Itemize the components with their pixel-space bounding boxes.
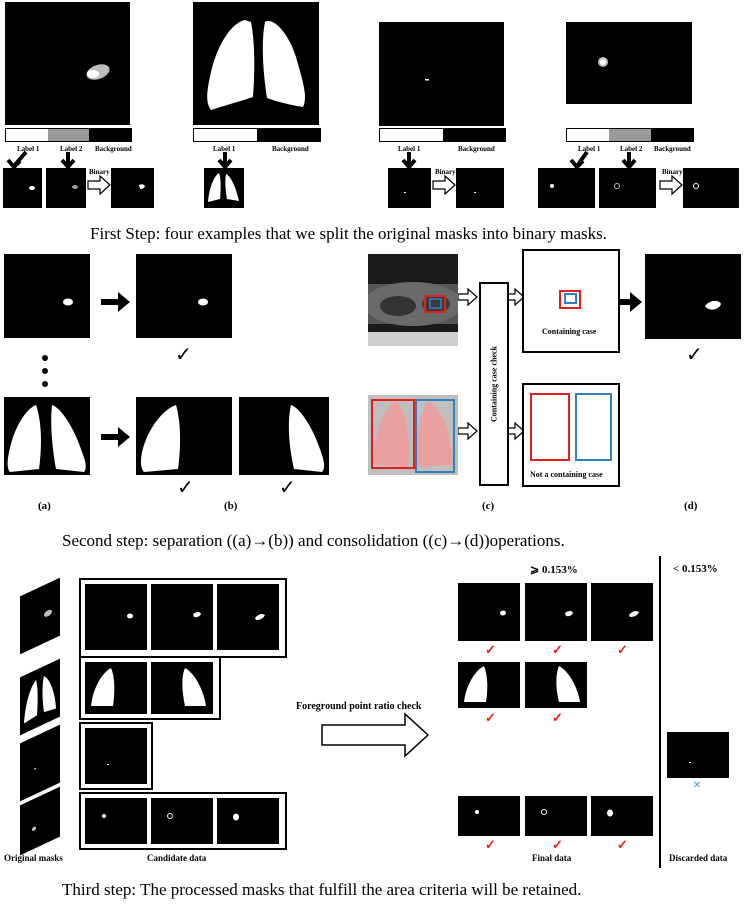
step2-containing-case-check-box: Containing case check — [479, 282, 509, 486]
step1-ex1-binary-result — [111, 168, 154, 208]
step3-final-check-2-1: ✓ — [485, 710, 496, 725]
step1-ex2-colorbar — [193, 128, 321, 142]
step1-ex4-original-mask — [566, 22, 692, 104]
step3-final-check-2-2: ✓ — [552, 710, 563, 725]
step3-final-check-3-1: ✓ — [485, 837, 496, 852]
step1-ex3-label1: Label 1 — [398, 145, 421, 153]
step1-ex4-binary1 — [538, 168, 595, 208]
step1-ex2-label1: Label 1 — [213, 145, 236, 153]
step2-not-containing-case-label: Not a containing case — [530, 470, 603, 479]
step1-ex1-colorbar — [5, 128, 132, 142]
step1-ex1-label2: Label 2 — [60, 145, 83, 153]
step3-candidate-1-3 — [217, 584, 279, 650]
step3-final-3-2 — [525, 796, 587, 836]
step3-final-3-3 — [591, 796, 653, 836]
step2-panel-c-label: (c) — [482, 500, 495, 512]
step3-discarded-cross: × — [693, 778, 701, 793]
step3-original-masks-label: Original masks — [4, 853, 63, 863]
step1-ex2-original-mask — [193, 2, 319, 125]
step1-ex3-binary-result — [456, 168, 504, 208]
step3-candidate-4-2 — [151, 798, 213, 844]
step1-ex4-label2: Label 2 — [620, 145, 643, 153]
step1-ex1-original-mask — [5, 2, 130, 125]
step2-not-containing-case-box: Not a containing case — [522, 383, 620, 487]
step2-b-check-1: ✓ — [175, 344, 192, 366]
step3-final-check-1-2: ✓ — [552, 642, 563, 657]
step2-caption: Second step: separation ((a)→(b)) and co… — [62, 531, 565, 550]
step2-b-mask-left-lung — [136, 397, 232, 475]
step3-original-mask-3 — [20, 724, 60, 802]
step1-ex1-mask-shape — [86, 64, 110, 80]
step2-b-mask-nodule — [136, 254, 232, 338]
step3-candidate-4-1 — [85, 798, 147, 844]
step3-original-mask-2 — [20, 658, 60, 736]
step3-candidate-1-2 — [151, 584, 213, 650]
step3-final-1-1 — [458, 583, 520, 641]
step3-final-check-1-3: ✓ — [617, 642, 628, 657]
step3-candidate-2-1 — [85, 662, 147, 714]
step2-b-mask-right-lung — [239, 397, 329, 475]
step3-discarded-data-label: Discarded data — [669, 853, 728, 863]
step3-candidate-3-1 — [85, 728, 147, 784]
step3-final-2-1 — [458, 662, 520, 708]
step3-ratio-check-label: Foreground point ratio check — [296, 701, 422, 712]
step3-final-1-3 — [591, 583, 653, 641]
step3-original-mask-1 — [20, 577, 60, 655]
step3-below-threshold-label: < 0.153% — [673, 563, 718, 575]
step1-ex1-binary-label: Binary — [89, 168, 110, 176]
step2-panel-d-label: (d) — [684, 500, 698, 512]
step1-ex4-background: Background — [654, 145, 691, 153]
step3-candidate-2-2 — [151, 662, 213, 714]
step1-ex1-background: Background — [95, 145, 132, 153]
step3-final-check-3-3: ✓ — [617, 837, 628, 852]
step1-ex1-binary2 — [46, 168, 86, 208]
step2-d-check: ✓ — [686, 344, 703, 366]
step1-ex4-colorbar — [566, 128, 694, 142]
step2-panel-a-label: (a) — [38, 500, 51, 512]
step3-above-threshold-label: ⩾ 0.153% — [530, 564, 578, 576]
step1-ex3-binary1 — [388, 168, 431, 208]
step3-candidate-4-3 — [217, 798, 279, 844]
step3-final-2-2 — [525, 662, 587, 708]
step2-ct-image — [368, 254, 458, 346]
step1-ex1-binary1 — [3, 168, 42, 208]
step1-ex2-background: Background — [272, 145, 309, 153]
step1-ex4-label1: Label 1 — [578, 145, 601, 153]
step1-ex4-binary-result — [683, 168, 739, 208]
step2-a-mask-nodule — [4, 254, 90, 338]
step3-final-data-label: Final data — [532, 853, 572, 863]
step3-original-mask-4 — [20, 786, 60, 856]
step3-discarded-1 — [667, 732, 729, 778]
step1-caption: First Step: four examples that we split … — [90, 224, 608, 243]
step1-ex3-binary-label: Binary — [435, 168, 456, 176]
step1-ex3-original-mask — [379, 22, 504, 126]
step1-ex4-binary2 — [599, 168, 656, 208]
step3-final-1-2 — [525, 583, 587, 641]
step1-ex1-label1: Label 1 — [17, 145, 40, 153]
step1-ex4-binary-label: Binary — [662, 168, 683, 176]
step2-containing-case-box: Containing case — [522, 249, 620, 353]
step2-d-mask-nodule — [645, 254, 741, 339]
step3-caption: Third step: The processed masks that ful… — [62, 880, 582, 899]
step3-final-check-3-2: ✓ — [552, 837, 563, 852]
step3-final-3-1 — [458, 796, 520, 836]
step3-final-check-1-1: ✓ — [485, 642, 496, 657]
step1-ex3-colorbar — [379, 128, 506, 142]
step2-b-check-2: ✓ — [177, 477, 194, 499]
step1-ex3-background: Background — [458, 145, 495, 153]
step2-b-check-3: ✓ — [279, 477, 296, 499]
step2-panel-b-label: (b) — [224, 500, 238, 512]
step2-xray-image — [368, 395, 458, 475]
step2-containing-case-label: Containing case — [542, 327, 597, 336]
step2-a-mask-lungs — [4, 397, 90, 475]
step3-candidate-1-1 — [85, 584, 147, 650]
step1-ex2-binary1 — [204, 168, 244, 208]
step3-candidate-data-label: Candidate data — [147, 853, 207, 863]
